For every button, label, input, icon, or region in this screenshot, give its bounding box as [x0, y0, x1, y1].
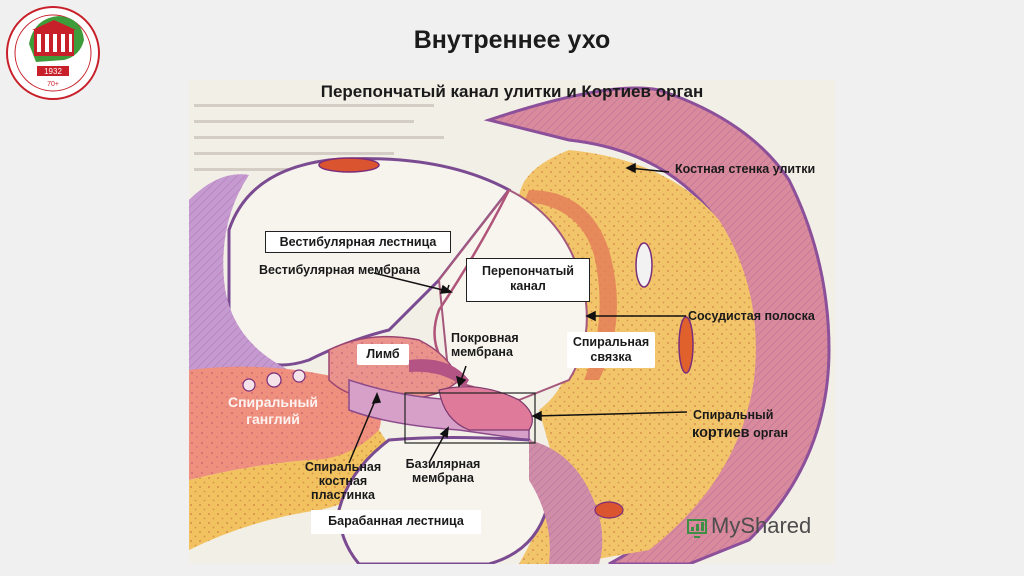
label-spiral-ligament: Спиральная связка — [567, 332, 655, 368]
label-tympanic-scala: Барабанная лестница — [311, 510, 481, 534]
label-membranous-canal: Перепончатый канал — [466, 258, 590, 302]
label-tectorial-membrane: Покровная мембрана — [451, 331, 519, 359]
slide-title: Внутреннее ухо — [413, 26, 611, 54]
myshared-icon — [687, 519, 707, 538]
myshared-watermark: MyShared — [711, 513, 812, 538]
label-basilar-membrane: Базилярная мембрана — [405, 457, 481, 485]
figure-title: Перепончатый канал улитки и Кортиев орга… — [320, 82, 704, 101]
university-logo: 1932 70+ — [6, 6, 100, 100]
stria-vascularis — [524, 190, 617, 380]
label-spiral-lamina: Спиральная костная пластинка — [304, 460, 382, 502]
label-organ-kortiev: кортиев — [692, 425, 750, 441]
label-bony-wall: Костная стенка улитки — [675, 162, 816, 176]
cochlea-figure: Перепончатый канал улитки и Кортиев орга… — [189, 80, 835, 564]
corti-outline-box — [404, 392, 536, 444]
tectorial-membrane-shape — [409, 359, 469, 388]
label-vascular-stripe: Сосудистая полоска — [688, 309, 815, 323]
label-spiral-ganglion: Спиральный ганглий — [227, 394, 319, 427]
logo-tagline: 70+ — [47, 81, 59, 88]
logo-year: 1932 — [44, 67, 62, 76]
label-vestibular-membrane: Вестибулярная мембрана — [259, 263, 420, 277]
label-limbus: Лимб — [357, 344, 409, 365]
label-organ-word: орган — [749, 426, 789, 440]
label-vestibular-scala: Вестибулярная лестница — [265, 231, 451, 253]
organ-of-corti-shape — [438, 386, 533, 431]
label-organ-line1: Спиральный — [693, 408, 774, 422]
